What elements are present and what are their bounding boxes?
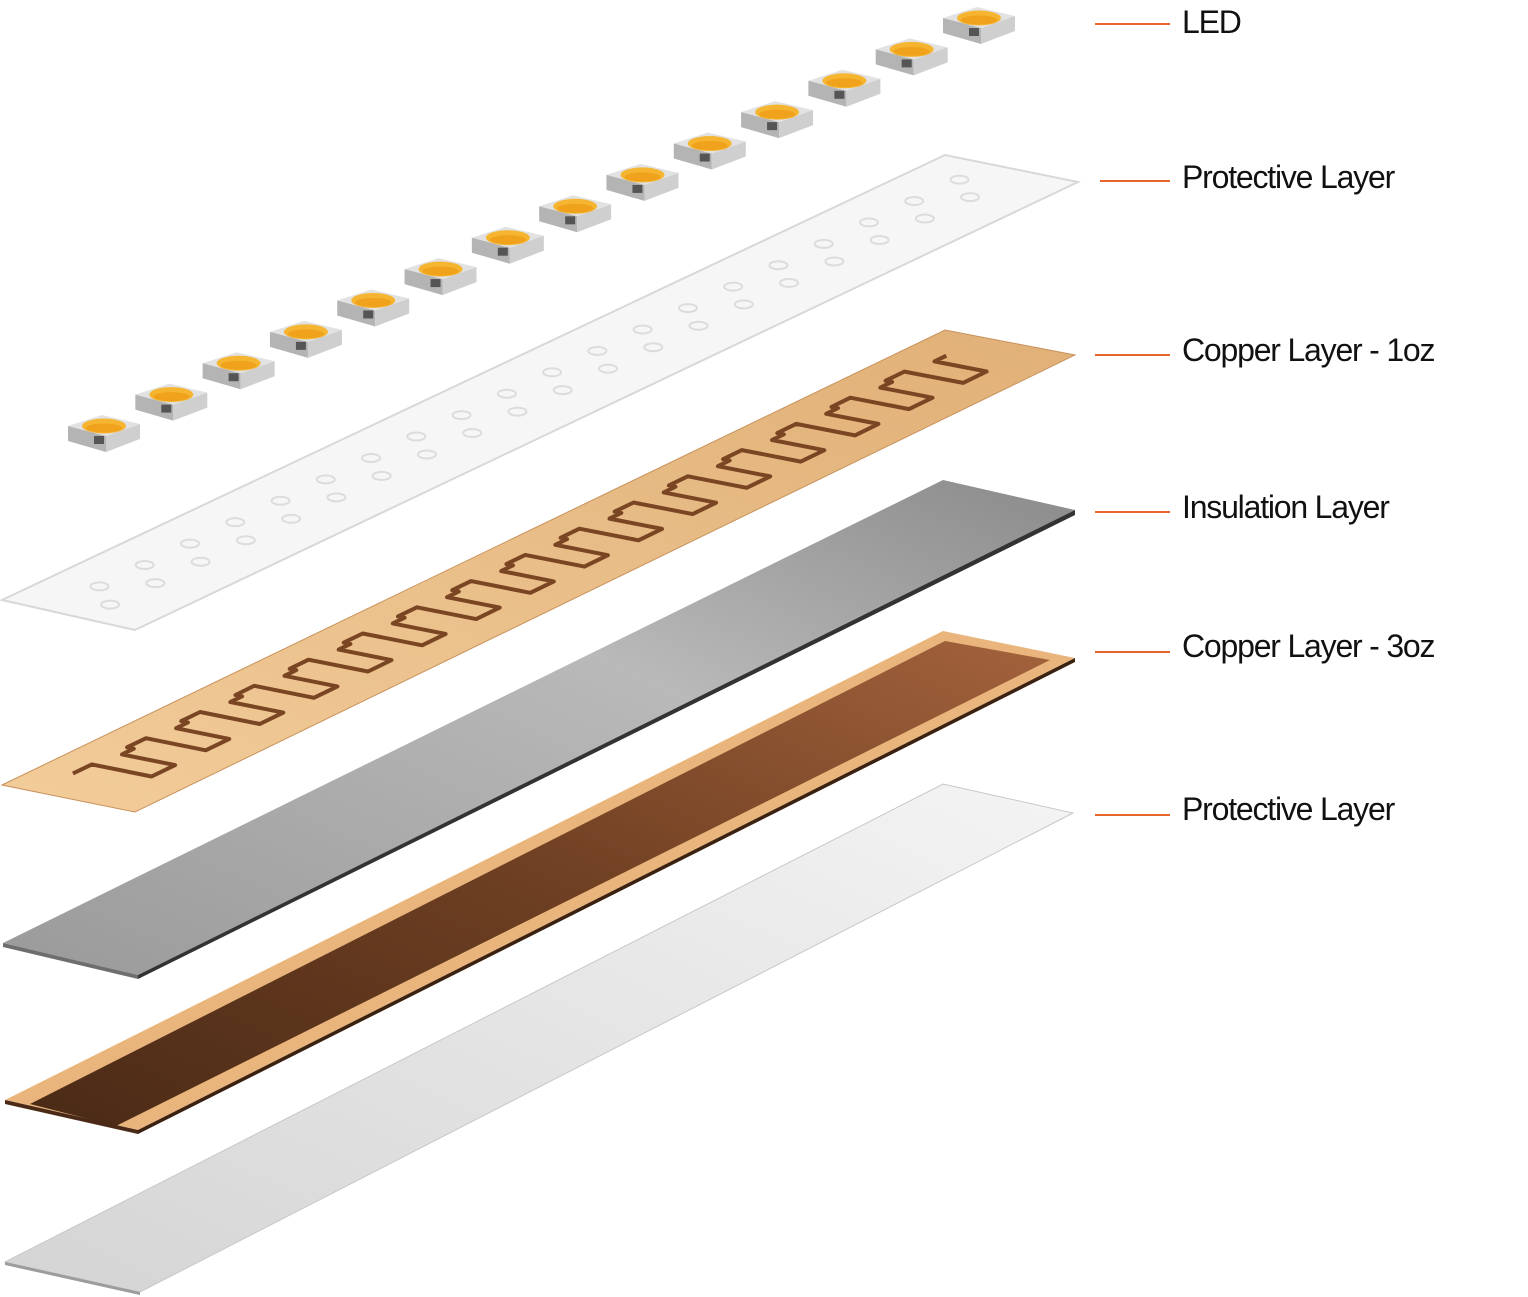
- insulation-layer: [3, 480, 1075, 979]
- label-insulation: Insulation Layer: [1182, 489, 1390, 525]
- label-copper-1oz: Copper Layer - 1oz: [1182, 332, 1436, 368]
- led-chip: [68, 415, 140, 452]
- leader-line-protective-top: [1100, 180, 1170, 182]
- leader-line-protective-bottom: [1095, 814, 1170, 816]
- label-protective-bottom: Protective Layer: [1182, 791, 1395, 827]
- leader-line-insulation: [1095, 511, 1170, 513]
- led-chip: [808, 69, 881, 107]
- led-chip: [269, 320, 342, 358]
- copper-trace: [72, 353, 989, 779]
- protective-layer-top: [0, 153, 1082, 632]
- led-chip: [606, 163, 679, 201]
- leader-line-copper-1oz: [1095, 354, 1170, 356]
- led-chip: [741, 101, 814, 139]
- led-chip: [875, 38, 948, 76]
- copper-layer-1oz: [0, 329, 1077, 813]
- label-led: LED: [1182, 4, 1242, 40]
- led-chip: [135, 383, 208, 421]
- led-chip: [943, 7, 1015, 44]
- led-chip: [673, 132, 746, 170]
- protective-imprint: [89, 174, 981, 610]
- leader-line-led: [1095, 23, 1170, 25]
- led-chip: [539, 195, 612, 233]
- label-copper-3oz: Copper Layer - 3oz: [1182, 628, 1436, 664]
- protective-layer-bottom: [3, 783, 1075, 1295]
- leader-line-copper-3oz: [1095, 651, 1170, 653]
- copper-layer-3oz: [5, 631, 1075, 1134]
- led-row: [68, 7, 1015, 452]
- led-chip: [202, 352, 275, 390]
- led-chip: [471, 226, 544, 264]
- label-protective-top: Protective Layer: [1182, 159, 1395, 195]
- led-chip: [337, 289, 410, 327]
- led-chip: [404, 258, 477, 296]
